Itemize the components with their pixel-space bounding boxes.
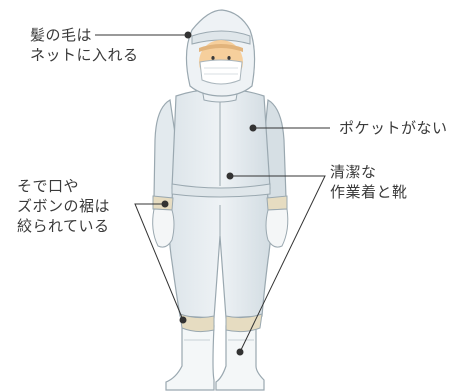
- leader-lines: [95, 31, 330, 356]
- left-arm: [152, 99, 177, 248]
- cuffs-label: そで口や ズボンの裾は 絞られている: [17, 176, 110, 236]
- trouser-cuffs: [179, 313, 263, 333]
- right-boot: [215, 325, 265, 391]
- hair-net-label: 髪の毛は ネットに入れる: [30, 25, 139, 65]
- clean-label-line-1: 清潔な: [330, 163, 377, 181]
- left-boot: [165, 325, 215, 391]
- hair-leader: [95, 31, 192, 39]
- no-pocket-label: ポケットがない: [339, 118, 448, 138]
- pocket-leader: [249, 124, 330, 132]
- trousers: [168, 189, 273, 319]
- cuffs-leader: [134, 200, 187, 324]
- cuffs-label-line-3: 絞られている: [17, 217, 110, 235]
- face-mask: [199, 59, 243, 85]
- jacket: [171, 87, 271, 198]
- clean-leader: [226, 172, 326, 356]
- clean-clothes-label: 清潔な 作業着と靴: [330, 162, 408, 202]
- hair-label-line-2: ネットに入れる: [30, 46, 139, 64]
- hair-label-line-1: 髪の毛は: [30, 26, 93, 44]
- cuffs-label-line-1: そで口や: [17, 177, 80, 195]
- clean-label-line-2: 作業着と靴: [330, 183, 408, 201]
- cuffs-label-line-2: ズボンの裾は: [17, 197, 111, 215]
- pocket-label-line-1: ポケットがない: [339, 119, 448, 137]
